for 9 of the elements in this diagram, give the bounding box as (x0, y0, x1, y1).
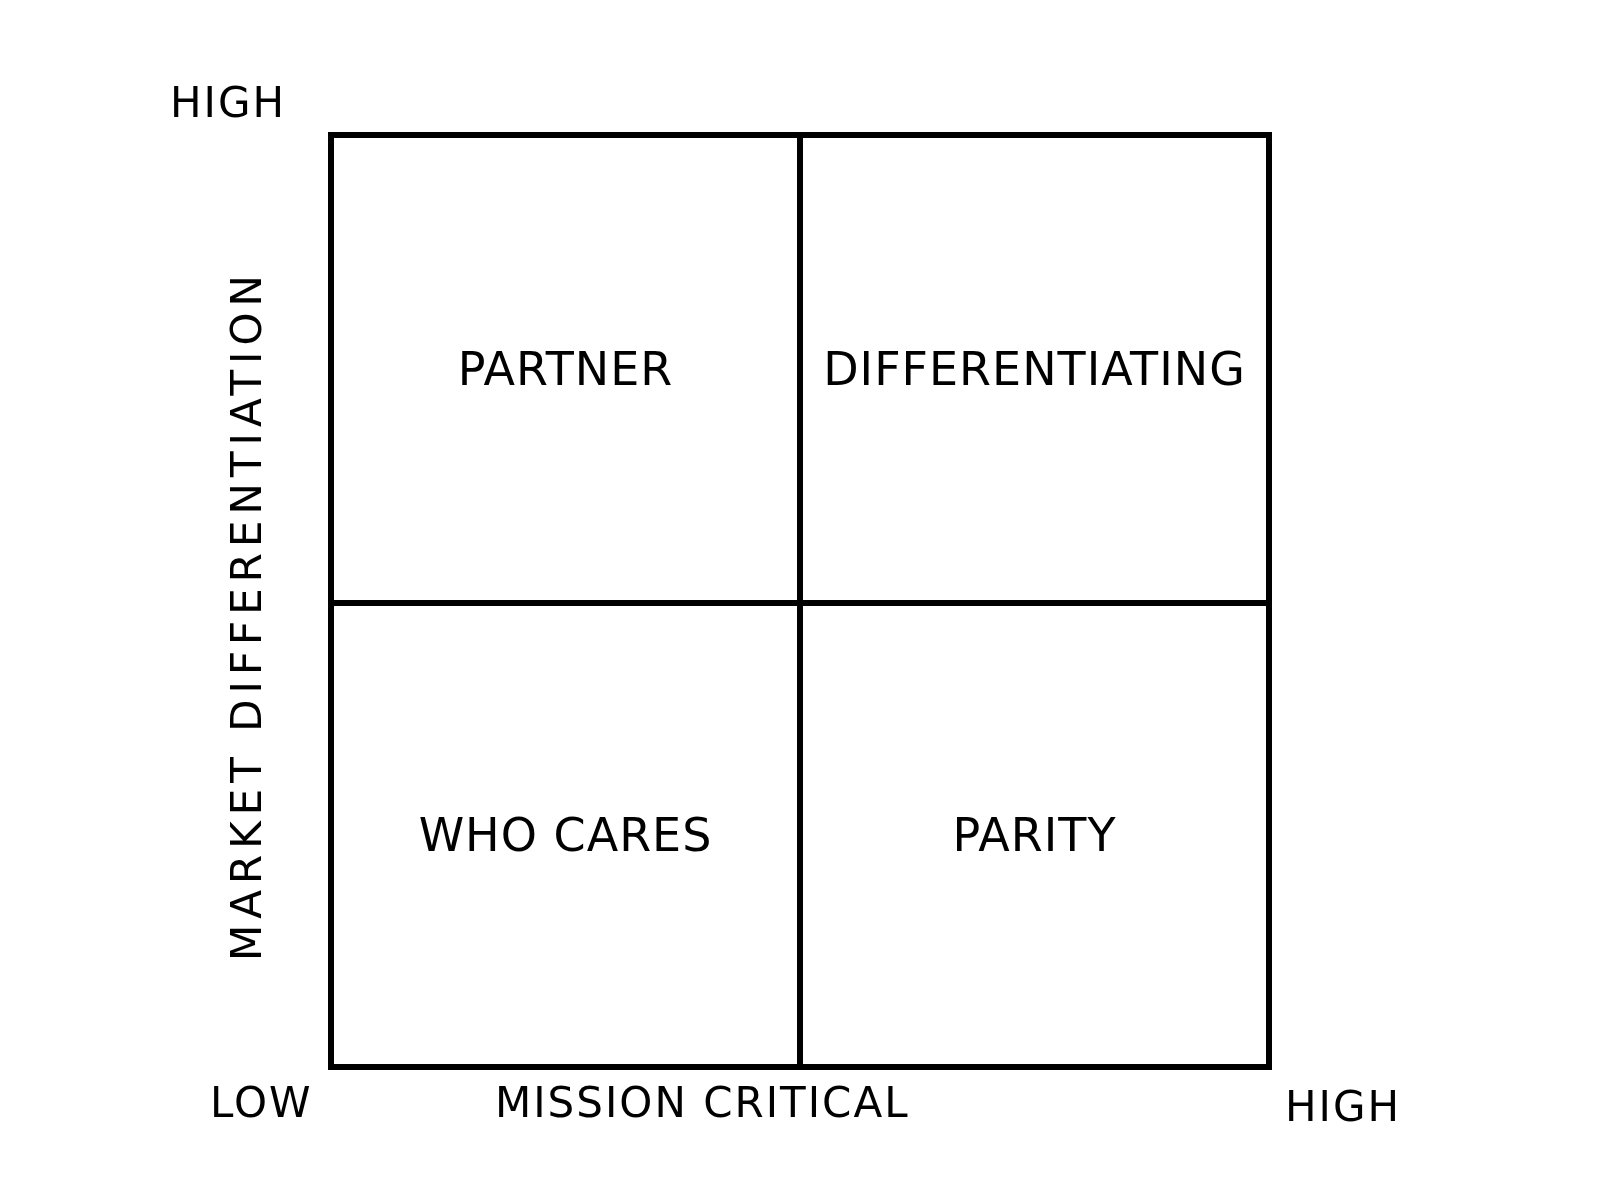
quadrant-label: WHO CARES (418, 808, 713, 862)
axis-end-label: HIGH (170, 78, 287, 127)
quadrant-label: PARTNER (457, 342, 674, 396)
axis-end-label: HIGH (1285, 1082, 1402, 1131)
quadrant-label: DIFFERENTIATING (823, 342, 1246, 396)
axis-title: MISSION CRITICAL (495, 1078, 910, 1127)
axis-end-label: LOW (210, 1078, 313, 1127)
quadrant-label: PARITY (952, 808, 1117, 862)
axis-title: MARKET DIFFERENTIATION (222, 269, 271, 961)
